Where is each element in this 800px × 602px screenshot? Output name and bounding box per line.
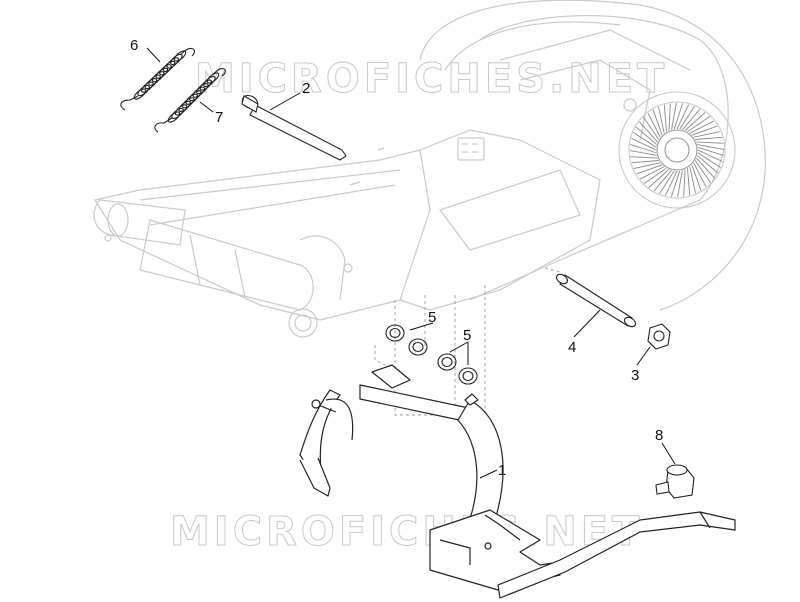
callout-1: 1 — [498, 462, 506, 479]
spring-7-icon — [154, 68, 226, 133]
callout-4: 4 — [568, 339, 576, 356]
watermark-top: MICROFICHES.NET — [195, 56, 668, 102]
callout-5b: 5 — [463, 327, 471, 344]
frame-assembly — [93, 0, 766, 338]
bolt-2-icon — [241, 94, 347, 161]
washers-5-icon — [385, 324, 478, 385]
cooling-fan-icon — [618, 91, 736, 209]
callout-5a: 5 — [428, 309, 436, 326]
pin-4-icon — [555, 273, 637, 328]
nut-3-icon — [647, 323, 671, 350]
rubber-stop-8-icon — [655, 464, 695, 499]
callout-3: 3 — [631, 367, 639, 384]
callout-7: 7 — [215, 109, 223, 126]
callout-leaders — [146, 47, 676, 479]
callout-8: 8 — [655, 427, 663, 444]
callout-6: 6 — [130, 37, 138, 54]
spring-6-icon — [120, 47, 195, 111]
callout-2: 2 — [302, 80, 310, 97]
watermark-bottom: MICROFICHES.NET — [170, 509, 643, 555]
center-stand-1-icon — [299, 364, 736, 599]
